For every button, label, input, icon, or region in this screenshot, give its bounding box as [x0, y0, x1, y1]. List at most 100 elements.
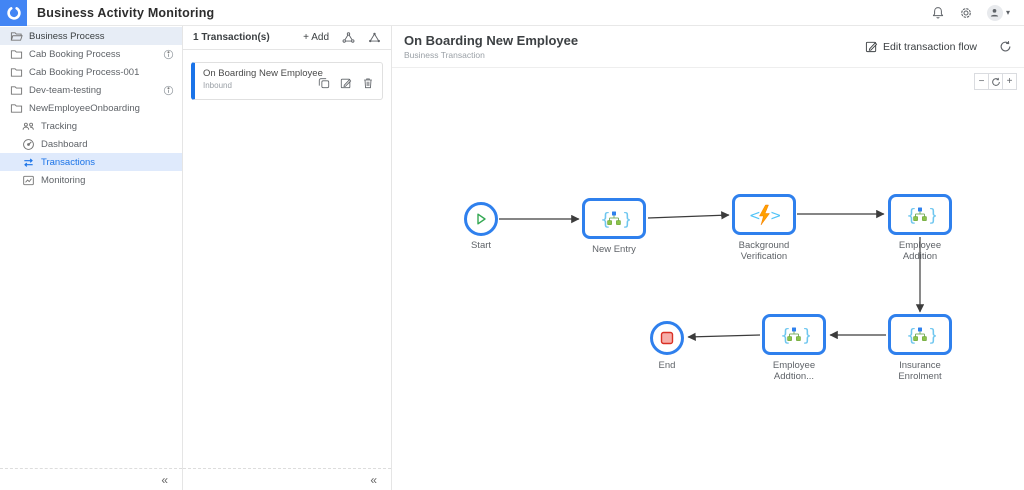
- svg-text:{: {: [600, 210, 611, 230]
- svg-text:{: {: [906, 326, 917, 346]
- zoom-reset-button[interactable]: [988, 73, 1003, 90]
- edit-transaction-flow-label: Edit transaction flow: [883, 40, 977, 53]
- transaction-count: 1 Transaction(s): [193, 32, 270, 43]
- flow-edge: [687, 332, 761, 341]
- bell-icon[interactable]: [931, 6, 945, 20]
- hierarchy-outline-icon[interactable]: [342, 31, 355, 44]
- sidebar-item-transactions[interactable]: Transactions: [0, 153, 182, 171]
- transactions-collapse-button[interactable]: «: [370, 472, 377, 487]
- transactions-panel: 1 Transaction(s) + Add: [183, 26, 392, 490]
- sidebar-item-label: Cab Booking Process-001: [29, 66, 140, 78]
- flow-node-label: Background Verification: [738, 240, 790, 263]
- top-bar: Business Activity Monitoring ▾: [0, 0, 1024, 26]
- zoom-out-button[interactable]: −: [974, 73, 989, 90]
- app-logo[interactable]: [0, 0, 27, 26]
- sidebar-item-label: Transactions: [41, 156, 96, 168]
- svg-text:}: }: [802, 326, 810, 346]
- workflow-braces-icon: { }: [906, 206, 936, 226]
- delete-icon[interactable]: [362, 77, 374, 89]
- folder-icon: [10, 49, 23, 59]
- content-area: Business Process Cab Booking Process: [0, 26, 1024, 490]
- flow-node-insurance-enrolment[interactable]: { }: [888, 314, 952, 355]
- svg-text:}: }: [928, 206, 936, 226]
- sidebar-nav: Business Process Cab Booking Process: [0, 26, 182, 468]
- edit-transaction-flow-button[interactable]: Edit transaction flow: [865, 40, 977, 53]
- workflow-braces-icon: { }: [600, 210, 630, 230]
- info-icon[interactable]: [163, 49, 174, 60]
- svg-text:}: }: [928, 326, 936, 346]
- transaction-card-type: Inbound: [203, 81, 232, 90]
- flow-edge: [647, 211, 730, 220]
- flow-node-employee-addtion-2[interactable]: { }: [762, 314, 826, 355]
- flow-node-start[interactable]: [464, 202, 498, 236]
- dashboard-gauge-icon: [23, 138, 34, 150]
- app-title: Business Activity Monitoring: [37, 5, 215, 20]
- folder-icon: [10, 85, 23, 95]
- main-header-actions: Edit transaction flow: [865, 40, 1012, 53]
- user-menu[interactable]: ▾: [986, 4, 1010, 21]
- sidebar-item-label: Cab Booking Process: [29, 48, 121, 60]
- flow-node-background-verification[interactable]: < >: [732, 194, 796, 235]
- svg-text:{: {: [780, 326, 791, 346]
- transactions-header-actions: + Add: [303, 31, 381, 44]
- transaction-card-title: On Boarding New Employee: [203, 68, 323, 79]
- sidebar-item-dashboard[interactable]: Dashboard: [0, 135, 182, 153]
- sidebar-item-tracking[interactable]: Tracking: [0, 117, 182, 135]
- flow-node-label: Insurance Enrolment: [898, 360, 942, 383]
- sidebar-item-dev-team-testing[interactable]: Dev-team-testing: [0, 81, 182, 99]
- flow-node-end[interactable]: [650, 321, 684, 355]
- zoom-in-button[interactable]: +: [1002, 73, 1017, 90]
- flow-node-label: Start: [470, 240, 492, 251]
- sidebar-item-new-employee-onboarding[interactable]: NewEmployeeOnboarding: [0, 99, 182, 117]
- transactions-swap-icon: [24, 158, 33, 167]
- sidebar-item-cab-booking-process[interactable]: Cab Booking Process: [0, 45, 182, 63]
- play-icon: [477, 213, 486, 225]
- app-logo-ring-icon: [6, 5, 21, 20]
- edit-icon[interactable]: [340, 77, 352, 89]
- monitoring-chart-icon: [23, 175, 34, 185]
- sidebar: Business Process Cab Booking Process: [0, 26, 183, 490]
- flow-canvas[interactable]: − +: [392, 68, 1024, 490]
- transactions-panel-header: 1 Transaction(s) + Add: [183, 26, 391, 50]
- page-title: On Boarding New Employee: [404, 33, 579, 48]
- main-area: On Boarding New Employee Business Transa…: [392, 26, 1024, 490]
- sidebar-item-label: Monitoring: [41, 174, 86, 186]
- sidebar-collapse-button[interactable]: «: [161, 472, 168, 487]
- sidebar-item-label: NewEmployeeOnboarding: [29, 102, 140, 114]
- flow-node-label: New Entry: [592, 244, 636, 255]
- folder-icon: [10, 103, 23, 113]
- sidebar-footer: «: [0, 468, 182, 490]
- transaction-list: On Boarding New Employee Inbound: [183, 50, 391, 468]
- flow-node-label: Employee Addition: [898, 240, 942, 263]
- sidebar-item-business-process[interactable]: Business Process: [0, 27, 182, 45]
- flow-node-employee-addition[interactable]: { }: [888, 194, 952, 235]
- tracking-people-icon: [22, 122, 34, 130]
- sidebar-item-cab-booking-process-001[interactable]: Cab Booking Process-001: [0, 63, 182, 81]
- svg-text:<: <: [749, 208, 761, 224]
- main-title-block: On Boarding New Employee Business Transa…: [404, 33, 578, 60]
- user-avatar-icon: [986, 4, 1003, 21]
- workflow-braces-icon: { }: [906, 326, 936, 346]
- add-transaction-button[interactable]: + Add: [303, 32, 329, 43]
- code-lightning-icon: < >: [749, 204, 780, 225]
- main-header: On Boarding New Employee Business Transa…: [392, 26, 1024, 68]
- sidebar-item-monitoring[interactable]: Monitoring: [0, 171, 182, 189]
- flow-node-new-entry[interactable]: { }: [582, 198, 646, 239]
- transaction-card-actions: [318, 77, 374, 89]
- edit-square-icon: [865, 41, 878, 53]
- gear-icon[interactable]: [959, 6, 973, 20]
- sidebar-item-label: Dashboard: [41, 138, 88, 150]
- stop-icon: [660, 331, 674, 345]
- reset-refresh-icon: [991, 77, 1000, 86]
- sidebar-item-label: Dev-team-testing: [29, 84, 102, 96]
- transaction-card[interactable]: On Boarding New Employee Inbound: [191, 62, 383, 100]
- svg-text:{: {: [906, 206, 917, 226]
- refresh-icon[interactable]: [999, 40, 1012, 53]
- flow-connectors: [499, 209, 925, 341]
- copy-icon[interactable]: [318, 77, 330, 89]
- info-icon[interactable]: [163, 85, 174, 96]
- hierarchy-filled-icon[interactable]: [368, 31, 381, 44]
- page-subtitle: Business Transaction: [404, 50, 485, 60]
- caret-down-icon: ▾: [1005, 8, 1010, 17]
